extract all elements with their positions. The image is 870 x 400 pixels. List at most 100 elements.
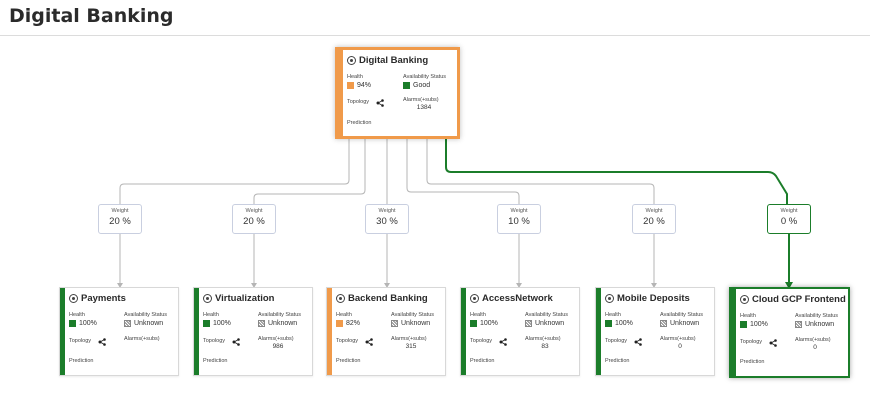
health-label: Health <box>336 312 352 318</box>
health-value: 100% <box>203 320 231 327</box>
health-label: Health <box>347 74 363 80</box>
prediction-label: Prediction <box>740 359 765 365</box>
availability-value: Unknown <box>258 320 297 327</box>
connector-mobile-deposits <box>426 138 655 204</box>
topology-icon[interactable] <box>634 338 642 346</box>
health-value: 94% <box>347 82 371 89</box>
arrowhead-cloud-gcp-frontend <box>785 282 793 289</box>
connector-accessnetwork <box>406 138 520 204</box>
node-backend-banking[interactable]: Backend Banking Health Availability Stat… <box>326 287 446 376</box>
arrowhead-mobile-deposits <box>651 283 657 288</box>
service-icon <box>336 294 345 303</box>
prediction-label: Prediction <box>69 358 94 364</box>
title-divider <box>0 35 870 36</box>
alarms-value[interactable]: 1384 <box>416 104 432 111</box>
health-bar <box>461 288 466 375</box>
service-icon <box>605 294 614 303</box>
topology-icon[interactable] <box>769 339 777 347</box>
availability-label: Availability Status <box>403 74 447 80</box>
weight-value: 20 % <box>243 216 265 227</box>
health-status-icon <box>605 320 612 327</box>
availability-label: Availability Status <box>660 312 704 318</box>
topology-icon[interactable] <box>376 99 384 107</box>
topology-icon[interactable] <box>365 338 373 346</box>
availability-label: Availability Status <box>391 312 435 318</box>
health-status-icon <box>336 320 343 327</box>
health-label: Health <box>69 312 85 318</box>
health-bar <box>596 288 601 375</box>
node-digital-banking[interactable]: Digital Banking Health Availability Stat… <box>335 47 460 139</box>
alarms-label: Alarms(+subs) <box>403 97 439 103</box>
availability-value: Unknown <box>391 320 430 327</box>
health-bar <box>60 288 65 375</box>
alarms-value[interactable]: 315 <box>405 343 417 350</box>
connector-payments <box>119 138 350 204</box>
prediction-label: Prediction <box>336 358 361 364</box>
arrowhead-accessnetwork <box>516 283 522 288</box>
weight-value: 10 % <box>508 216 530 227</box>
node-mobile-deposits[interactable]: Mobile Deposits Health Availability Stat… <box>595 287 715 376</box>
alarms-label: Alarms(+subs) <box>124 336 160 342</box>
topology-icon[interactable] <box>98 338 106 346</box>
arrowhead-virtualization <box>251 283 257 288</box>
health-status-icon <box>203 320 210 327</box>
topology-icon[interactable] <box>232 338 240 346</box>
node-accessnetwork[interactable]: AccessNetwork Health Availability Status… <box>460 287 580 376</box>
topology-label: Topology <box>336 338 359 344</box>
node-title: Payments <box>81 293 126 304</box>
alarms-value[interactable]: 0 <box>813 344 817 351</box>
alarms-label: Alarms(+subs) <box>258 336 294 342</box>
unknown-status-icon <box>525 320 532 327</box>
node-title: Cloud GCP Frontend <box>752 294 846 305</box>
node-payments[interactable]: Payments Health Availability Status 100%… <box>59 287 179 376</box>
availability-label: Availability Status <box>258 312 302 318</box>
health-label: Health <box>740 313 756 319</box>
health-status-icon <box>470 320 477 327</box>
node-cloud-gcp-frontend[interactable]: Cloud GCP Frontend Health Availability S… <box>729 287 850 378</box>
health-status-icon <box>69 320 76 327</box>
alarms-value[interactable]: 83 <box>541 343 549 350</box>
health-bar <box>327 288 332 375</box>
availability-status-icon <box>403 82 410 89</box>
service-icon <box>740 295 749 304</box>
node-title: Backend Banking <box>348 293 428 304</box>
health-label: Health <box>470 312 486 318</box>
node-title: Digital Banking <box>359 55 429 66</box>
topology-label: Topology <box>347 99 370 105</box>
topology-label: Topology <box>69 338 92 344</box>
unknown-status-icon <box>391 320 398 327</box>
node-title: Mobile Deposits <box>617 293 690 304</box>
arrowhead-backend-banking <box>384 283 390 288</box>
node-virtualization[interactable]: Virtualization Health Availability Statu… <box>193 287 313 376</box>
service-icon <box>470 294 479 303</box>
availability-value: Unknown <box>660 320 699 327</box>
health-bar <box>194 288 199 375</box>
prediction-label: Prediction <box>605 358 630 364</box>
availability-value: Unknown <box>124 320 163 327</box>
alarms-label: Alarms(+subs) <box>795 337 831 343</box>
weight-value: 20 % <box>643 216 665 227</box>
topology-label: Topology <box>605 338 628 344</box>
service-icon <box>347 56 356 65</box>
health-value: 100% <box>605 320 633 327</box>
arrowhead-payments <box>117 283 123 288</box>
connector-cloud-gcp-frontend <box>445 138 788 204</box>
topology-label: Topology <box>740 339 763 345</box>
health-value: 100% <box>69 320 97 327</box>
topology-label: Topology <box>470 338 493 344</box>
node-title: AccessNetwork <box>482 293 553 304</box>
availability-label: Availability Status <box>795 313 839 319</box>
weight-value: 20 % <box>109 216 131 227</box>
weight-value: 30 % <box>376 216 398 227</box>
topology-icon[interactable] <box>499 338 507 346</box>
availability-value: Good <box>403 82 430 89</box>
unknown-status-icon <box>124 320 131 327</box>
service-icon <box>203 294 212 303</box>
prediction-label: Prediction <box>347 120 372 126</box>
alarms-value[interactable]: 0 <box>678 343 682 350</box>
page-title: Digital Banking <box>9 5 174 27</box>
alarms-value[interactable]: 986 <box>272 343 284 350</box>
